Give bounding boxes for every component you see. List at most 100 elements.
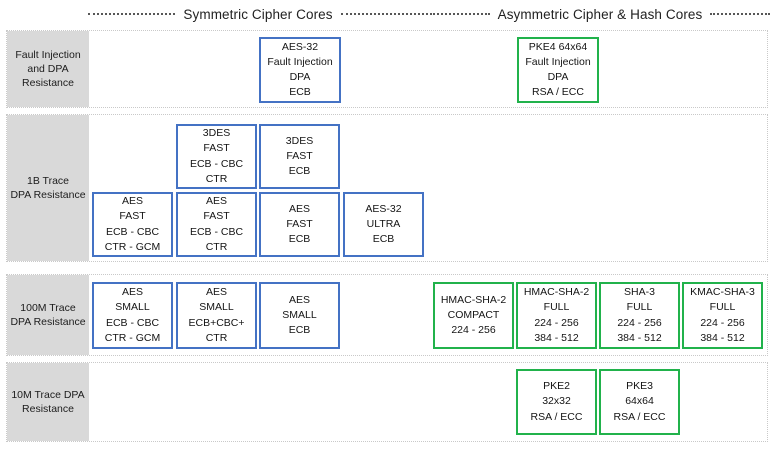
- row-label-fault-injection-and-dpa-resistance: Fault Injection and DPA Resistance: [7, 31, 89, 107]
- core-box-line: ULTRA: [366, 217, 401, 230]
- core-box-line: 384 - 512: [534, 331, 579, 344]
- core-box-aes-fast-ecb[interactable]: AES FAST ECB: [259, 192, 340, 257]
- core-box-line: CTR - GCM: [104, 240, 161, 253]
- core-box-pke4-64x64-fault-injection[interactable]: PKE4 64x64 Fault Injection DPA RSA / ECC: [517, 37, 599, 103]
- row-100m-trace-dpa-resistance: 100M Trace DPA Resistance AES SMALL ECB …: [6, 274, 768, 356]
- core-box-line: ECB - CBC: [105, 225, 160, 238]
- row-label-10m-trace-dpa-resistance: 10M Trace DPA Resistance: [7, 363, 89, 441]
- header-group-symmetric: Symmetric Cipher Cores: [88, 0, 429, 28]
- core-box-line: FULL: [709, 301, 736, 314]
- core-box-line: PKE4 64x64: [528, 40, 588, 53]
- core-box-line: HMAC-SHA-2: [440, 293, 507, 306]
- core-box-line: 224 - 256: [700, 316, 745, 329]
- core-box-line: ECB - CBC: [189, 157, 244, 170]
- header-dotted-rule-right: [340, 12, 429, 16]
- header-title-symmetric: Symmetric Cipher Cores: [183, 6, 333, 22]
- core-box-line: FULL: [626, 301, 653, 314]
- core-box-line: CTR: [205, 240, 228, 253]
- row-label-line: Fault Injection: [15, 48, 81, 61]
- core-box-sha-3-full[interactable]: SHA-3 FULL 224 - 256 384 - 512: [599, 282, 680, 349]
- core-box-line: RSA / ECC: [530, 410, 583, 423]
- core-box-kmac-sha-3-full[interactable]: KMAC-SHA-3 FULL 224 - 256 384 - 512: [682, 282, 763, 349]
- row-label-line: 1B Trace: [26, 174, 70, 187]
- core-box-line: FAST: [119, 210, 146, 223]
- core-box-line: AES: [121, 286, 143, 299]
- core-box-line: 64x64: [625, 395, 654, 408]
- core-box-line: AES-32: [365, 202, 402, 215]
- core-box-line: ECB: [288, 233, 311, 246]
- core-box-line: AES: [205, 286, 227, 299]
- row-label-line: Resistance: [22, 77, 74, 90]
- core-box-aes-fast-ecb-cbc-ctr[interactable]: AES FAST ECB - CBC CTR: [176, 192, 257, 257]
- core-box-aes-small-ecb[interactable]: AES SMALL ECB: [259, 282, 340, 349]
- core-box-line: FAST: [286, 149, 313, 162]
- core-box-line: RSA / ECC: [532, 86, 584, 99]
- core-box-aes-32-fault-injection[interactable]: AES-32 Fault Injection DPA ECB: [259, 37, 341, 103]
- core-box-line: 224 - 256: [534, 316, 579, 329]
- core-box-line: ECB - CBC: [105, 316, 160, 329]
- core-box-hmac-sha-2-compact[interactable]: HMAC-SHA-2 COMPACT 224 - 256: [433, 282, 514, 349]
- core-box-line: CTR: [205, 331, 228, 344]
- core-box-line: 3DES: [202, 127, 231, 140]
- row-1b-trace-dpa-resistance: 1B Trace DPA Resistance 3DES FAST ECB - …: [6, 114, 768, 262]
- core-box-3des-fast-ecb-cbc-ctr[interactable]: 3DES FAST ECB - CBC CTR: [176, 124, 257, 189]
- core-box-line: ECB: [289, 86, 311, 99]
- core-box-line: FAST: [286, 217, 313, 230]
- core-box-line: ECB: [288, 324, 311, 337]
- core-box-aes-32-ultra-ecb[interactable]: AES-32 ULTRA ECB: [343, 192, 424, 257]
- core-box-line: FULL: [543, 301, 570, 314]
- core-box-line: RSA / ECC: [613, 410, 666, 423]
- row-label-line: DPA Resistance: [10, 189, 86, 201]
- core-box-line: 224 - 256: [451, 324, 496, 337]
- core-box-hmac-sha-2-full[interactable]: HMAC-SHA-2 FULL 224 - 256 384 - 512: [516, 282, 597, 349]
- core-box-line: KMAC-SHA-3: [690, 286, 755, 299]
- core-box-line: AES: [288, 293, 310, 306]
- core-box-3des-fast-ecb[interactable]: 3DES FAST ECB: [259, 124, 340, 189]
- core-box-pke3-64x64[interactable]: PKE3 64x64 RSA / ECC: [599, 369, 680, 435]
- row-label-1b-trace-dpa-resistance: 1B Trace DPA Resistance: [7, 115, 89, 261]
- core-box-line: ECB - CBC: [189, 225, 244, 238]
- row-label-100m-trace-dpa-resistance: 100M Trace DPA Resistance: [7, 275, 89, 355]
- core-box-line: 384 - 512: [700, 331, 745, 344]
- header-title-asymmetric: Asymmetric Cipher & Hash Cores: [497, 6, 703, 22]
- core-box-line: 32x32: [542, 395, 571, 408]
- core-box-line: SMALL: [282, 308, 317, 321]
- core-box-line: FAST: [203, 142, 230, 155]
- core-box-pke2-32x32[interactable]: PKE2 32x32 RSA / ECC: [516, 369, 597, 435]
- row-fault-injection-and-dpa-resistance: Fault Injection and DPA Resistance AES-3…: [6, 30, 768, 108]
- core-box-line: DPA: [547, 71, 569, 83]
- row-10m-trace-dpa-resistance: 10M Trace DPA Resistance PKE2 32x32 RSA …: [6, 362, 768, 442]
- core-box-line: 3DES: [285, 134, 314, 147]
- row-label-line: DPA Resistance: [10, 316, 86, 328]
- core-box-line: SMALL: [199, 301, 234, 314]
- core-box-line: Fault Injection: [525, 55, 591, 68]
- core-box-line: FAST: [203, 210, 230, 223]
- core-box-line: SMALL: [115, 301, 150, 314]
- core-box-line: CTR - GCM: [104, 331, 161, 344]
- core-box-line: ECB: [372, 233, 395, 246]
- core-box-aes-fast-ecb-cbc-ctr-gcm[interactable]: AES FAST ECB - CBC CTR - GCM: [92, 192, 173, 257]
- core-box-line: AES-32: [281, 40, 319, 53]
- core-box-line: SHA-3: [624, 286, 655, 299]
- core-box-line: CTR: [205, 172, 228, 185]
- core-box-line: ECB+CBC+: [188, 316, 245, 329]
- row-label-line: 100M Trace: [20, 301, 76, 314]
- header-dotted-rule-left: [88, 12, 176, 16]
- core-box-aes-small-ecb-cbc-ctr-gcm[interactable]: AES SMALL ECB - CBC CTR - GCM: [92, 282, 173, 349]
- core-box-line: PKE2: [543, 380, 570, 393]
- core-box-line: AES: [288, 202, 310, 215]
- core-box-aes-small-ecb-cbc-ctr[interactable]: AES SMALL ECB+CBC+ CTR: [176, 282, 257, 349]
- core-box-line: AES: [205, 195, 227, 208]
- row-label-line: 10M Trace DPA: [11, 388, 85, 401]
- core-box-line: HMAC-SHA-2: [523, 286, 590, 299]
- core-box-line: 384 - 512: [617, 331, 662, 344]
- core-box-line: DPA: [289, 71, 311, 83]
- core-box-line: PKE3: [626, 380, 653, 393]
- core-box-line: AES: [121, 195, 143, 208]
- header-band: Symmetric Cipher Cores Asymmetric Cipher…: [0, 0, 778, 28]
- core-box-line: Fault Injection: [267, 55, 333, 68]
- core-box-line: COMPACT: [447, 308, 500, 321]
- header-dotted-rule-right: [710, 12, 770, 16]
- header-group-asymmetric: Asymmetric Cipher & Hash Cores: [430, 0, 770, 28]
